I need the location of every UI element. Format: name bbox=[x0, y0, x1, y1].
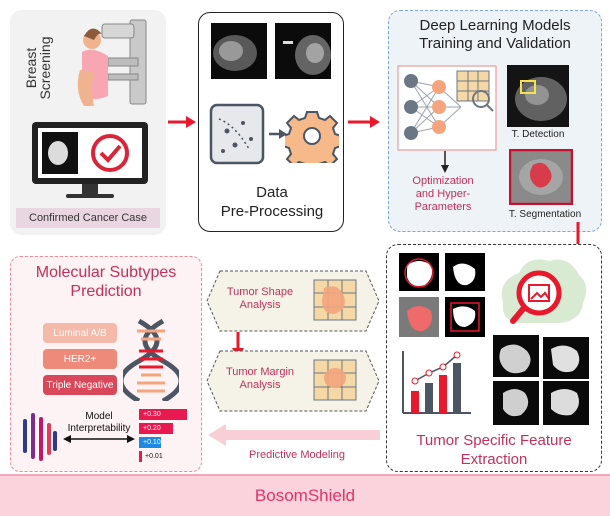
tumor-shape-hexagon bbox=[206, 270, 380, 332]
feature-extraction-title: Tumor Specific Feature Extraction bbox=[387, 431, 601, 469]
fe-title-line2: Extraction bbox=[460, 451, 528, 468]
feature-extraction-panel: Tumor Specific Feature Extraction bbox=[386, 244, 602, 472]
shap-beeswarm-icon bbox=[23, 413, 57, 461]
shap-bar-2: +0.20 bbox=[139, 423, 173, 434]
shap-bar-1: +0.30 bbox=[139, 409, 187, 420]
double-arrow-icon bbox=[63, 435, 135, 443]
interpretability-label: Model Interpretability bbox=[61, 411, 137, 435]
breast-screening-panel: Breast Screening Confirmed Cancer Case bbox=[10, 10, 166, 235]
shap-bar-3: +0.10 bbox=[139, 437, 161, 448]
processing-arrow bbox=[269, 129, 287, 139]
margin-line2: Analysis bbox=[239, 379, 281, 391]
brand-name: BosomShield bbox=[254, 486, 356, 505]
subtype-triple-negative: Triple Negative bbox=[43, 375, 117, 395]
interpretability-line1: Model bbox=[85, 411, 113, 422]
molecular-title: Molecular Subtypes Prediction bbox=[11, 263, 201, 301]
segmentation-label: T. Segmentation bbox=[508, 209, 582, 220]
molecular-title-line2: Prediction bbox=[70, 283, 142, 300]
arrow-right-1 bbox=[168, 116, 196, 128]
breast-screening-label: Breast Screening bbox=[12, 26, 53, 116]
shape-line1: Tumor Shape bbox=[226, 286, 294, 298]
neural-network-icon bbox=[397, 65, 497, 151]
gear-icon bbox=[285, 111, 339, 163]
shap-bars: +0.30 +0.20 +0.10 +0.01 bbox=[139, 409, 195, 465]
subtype-luminal: Luminal A/B bbox=[43, 323, 117, 343]
detection-image bbox=[507, 65, 569, 127]
optimization-arrow bbox=[441, 151, 449, 173]
predictive-modeling-label: Predictive Modeling bbox=[249, 449, 345, 461]
molecular-title-line1: Molecular Subtypes bbox=[35, 264, 177, 281]
segmentation-masks-grid bbox=[399, 253, 485, 337]
detection-label: T. Detection bbox=[511, 129, 565, 140]
segmentation-image bbox=[509, 149, 573, 205]
monitor-icon bbox=[32, 122, 148, 198]
shap-bar-4-marker bbox=[139, 451, 142, 462]
fe-title-line1: Tumor Specific Feature bbox=[416, 432, 572, 449]
image-analysis-icon bbox=[501, 259, 587, 324]
mammography-machine-icon bbox=[77, 19, 147, 106]
mammogram-thumb-1 bbox=[211, 23, 267, 79]
shap-bar-4: +0.01 bbox=[145, 453, 163, 460]
margin-line1: Tumor Margin bbox=[225, 366, 295, 378]
preprocessing-title-line1: Data bbox=[256, 184, 288, 201]
footer-bar: BosomShield bbox=[0, 474, 610, 516]
optimization-line3: Parameters bbox=[414, 201, 472, 213]
mammogram-thumb-2 bbox=[275, 23, 331, 79]
interpretability-line2: Interpretability bbox=[67, 423, 131, 434]
dl-title-line2: Training and Validation bbox=[419, 35, 571, 52]
optimization-line2: and Hyper- bbox=[415, 188, 471, 200]
preprocessing-panel: Data Pre-Processing bbox=[198, 12, 344, 232]
dl-title-line1: Deep Learning Models bbox=[419, 17, 571, 34]
tumor-margin-hexagon bbox=[206, 350, 380, 412]
screening-label: Screening bbox=[37, 36, 53, 100]
preprocessing-title-line2: Pre-Processing bbox=[220, 203, 324, 220]
shape-line2: Analysis bbox=[239, 299, 281, 311]
molecular-subtypes-panel: Molecular Subtypes Prediction Luminal A/… bbox=[10, 256, 202, 472]
confirmed-case-caption: Confirmed Cancer Case bbox=[16, 208, 160, 228]
deep-learning-title: Deep Learning Models Training and Valida… bbox=[389, 17, 601, 53]
predictive-modeling-arrow bbox=[208, 424, 380, 446]
tumor-crops-grid bbox=[493, 335, 589, 425]
subtype-her2: HER2+ bbox=[43, 349, 117, 369]
tumor-margin-label: Tumor Margin Analysis bbox=[218, 366, 302, 392]
arrow-right-2 bbox=[348, 116, 380, 128]
confirmed-case-text: Confirmed Cancer Case bbox=[29, 212, 147, 224]
preprocessing-title: Data Pre-Processing bbox=[199, 183, 345, 221]
dna-icon bbox=[123, 318, 179, 401]
bar-chart-icon bbox=[402, 351, 471, 414]
tumor-shape-label: Tumor Shape Analysis bbox=[218, 286, 302, 312]
optimization-text: Optimization and Hyper- Parameters bbox=[395, 175, 491, 214]
deep-learning-panel: Deep Learning Models Training and Valida… bbox=[388, 10, 602, 232]
noise-document-icon bbox=[209, 103, 265, 165]
optimization-line1: Optimization bbox=[412, 175, 474, 187]
